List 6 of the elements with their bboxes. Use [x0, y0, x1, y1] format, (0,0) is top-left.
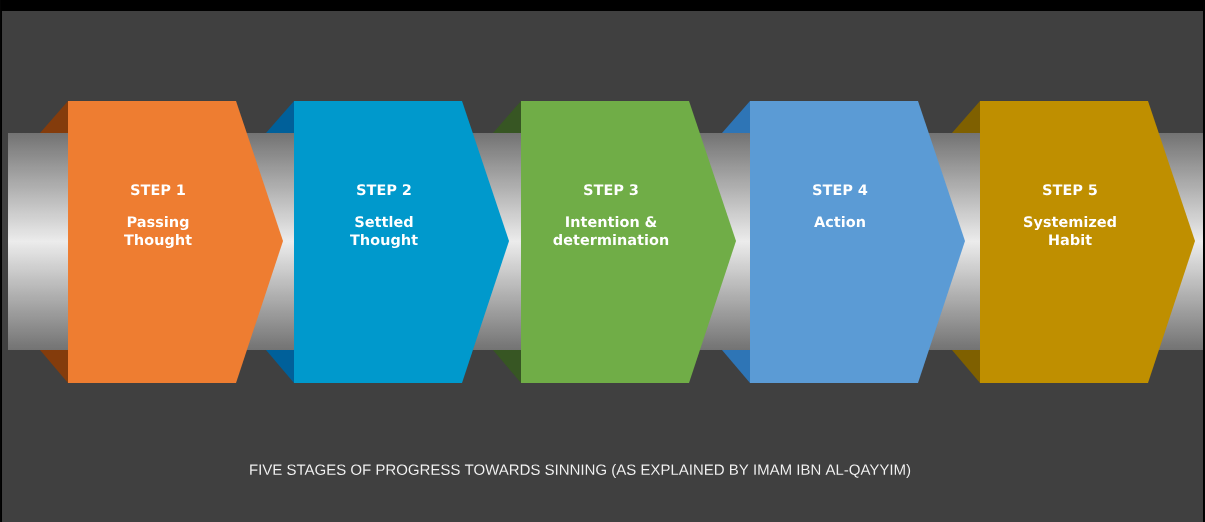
step-box: STEP 4 Action: [750, 101, 965, 383]
step-box: STEP 3 Intention & determination: [521, 101, 736, 383]
caption: FIVE STAGES OF PROGRESS TOWARDS SINNING (AS EXPLAINED BY IMAM IBN AL-QAYYIM): [250, 464, 911, 478]
step-box: STEP 2 Settled Thought: [294, 101, 509, 383]
step-box: STEP 1 Passing Thought: [68, 101, 283, 383]
step-box: STEP 5 Systemized Habit: [980, 101, 1195, 383]
